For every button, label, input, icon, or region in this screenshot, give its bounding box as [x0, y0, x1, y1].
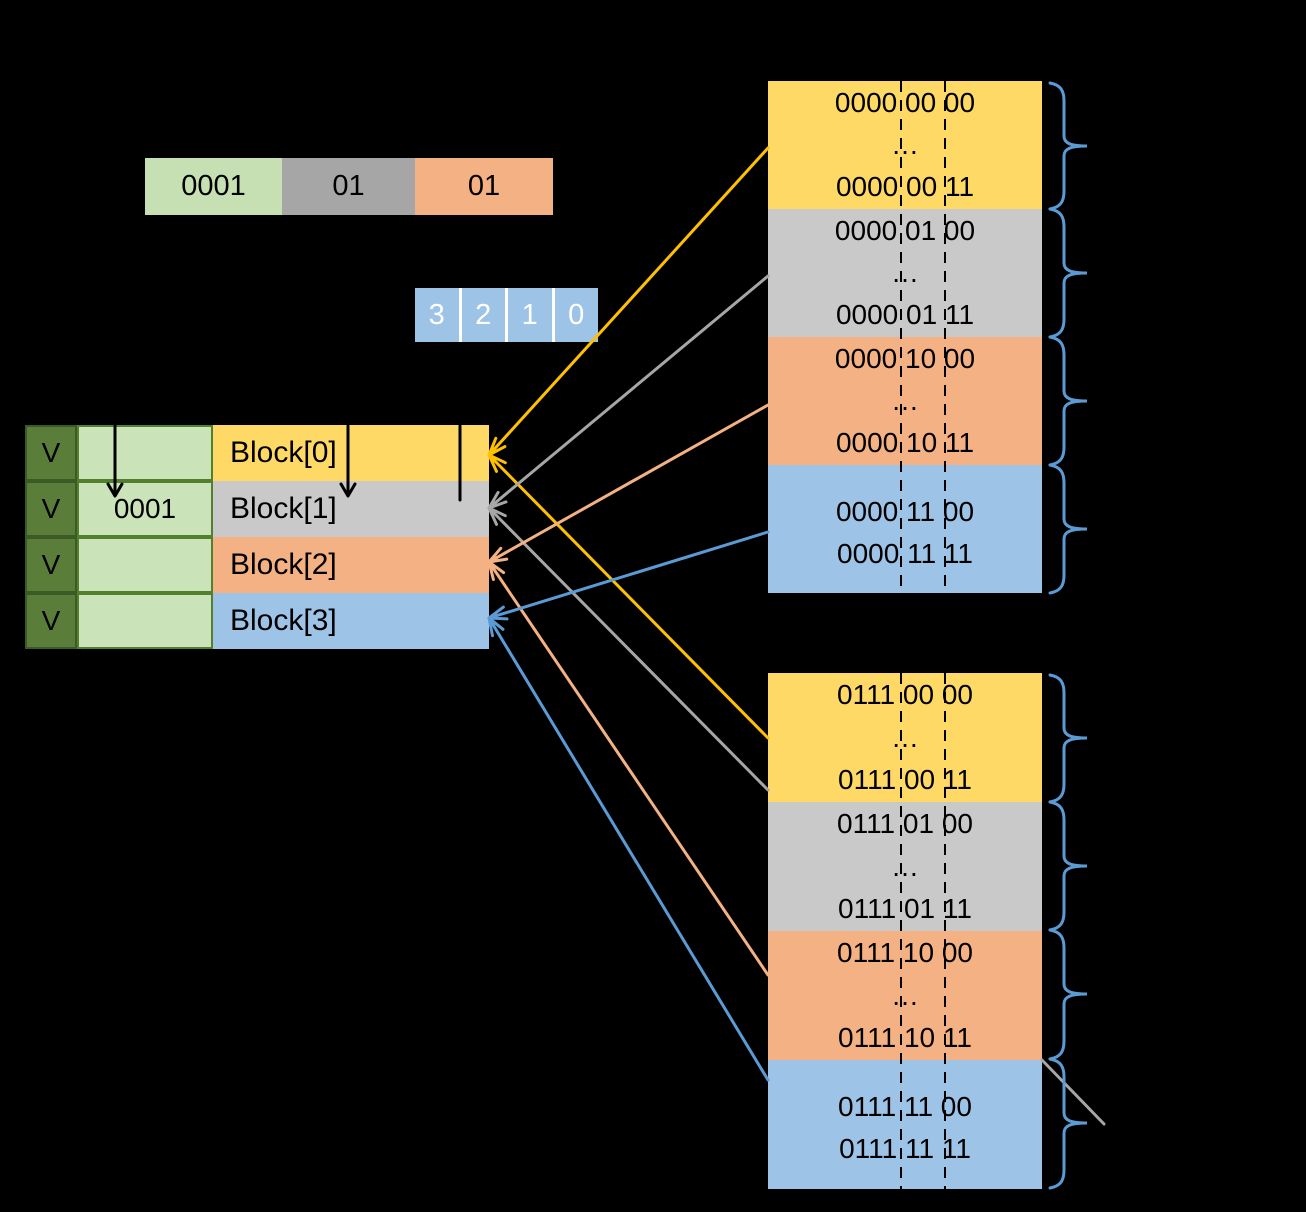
memory-top-section-gray: 0000 01 00 … 0000 01 11	[768, 209, 1042, 337]
address-tag-value: 0001	[181, 170, 246, 202]
memory-bottom-section-orange: 0111 10 00 … 0111 10 11	[768, 931, 1042, 1060]
address-tag-field: 0001	[145, 158, 282, 215]
map-line-yellow-bottom	[487, 453, 770, 740]
ellipsis: …	[891, 721, 919, 753]
cache-tag-cell-3	[77, 593, 213, 649]
memory-bottom-section-blue: 0111 11 00 0111 11 11	[768, 1060, 1042, 1189]
memory-address: 0000 00 00	[834, 87, 976, 118]
cache-valid-cell-3: V	[25, 593, 77, 649]
brace-icon	[1048, 207, 1088, 339]
memory-bottom-section-gray: 0111 01 00 … 0111 01 11	[768, 802, 1042, 931]
cache-valid-cell-2: V	[25, 537, 77, 593]
cache-tag-cell-0	[77, 425, 213, 481]
word-offset-box-1: 1	[508, 288, 552, 342]
address-index-field: 01	[282, 158, 415, 215]
word-offset-box-0: 0	[554, 288, 598, 342]
address-offset-value: 01	[467, 170, 501, 202]
ellipsis: …	[891, 129, 919, 160]
cache-valid-cell-0: V	[25, 425, 77, 481]
memory-address: 0000 10 00	[834, 343, 976, 374]
memory-address: 0111 00 11	[838, 764, 972, 795]
map-line-orange-bottom	[487, 560, 770, 977]
leader-line-gray	[1040, 1058, 1106, 1126]
memory-address: 0111 11 11	[839, 1133, 971, 1164]
memory-bottom-braces	[1048, 673, 1088, 1190]
memory-column-top: 0000 00 00 … 0000 00 11 0000 01 00 … 000…	[768, 81, 1042, 593]
address-index-value: 01	[332, 170, 365, 202]
memory-address: 0111 10 00	[837, 937, 973, 968]
cache-tag-cell-2	[77, 537, 213, 593]
ellipsis: …	[891, 385, 919, 416]
memory-address: 0111 01 11	[838, 893, 972, 924]
memory-top-braces	[1048, 81, 1088, 595]
brace-icon	[1048, 463, 1088, 595]
memory-address: 0000 00 11	[835, 171, 975, 202]
brace-icon	[1048, 81, 1088, 211]
brace-icon	[1048, 928, 1088, 1061]
brace-icon	[1048, 800, 1088, 932]
map-line-gray-bottom	[487, 506, 770, 792]
memory-address: 0111 10 11	[838, 1022, 972, 1053]
memory-address: 0000 01 11	[835, 299, 975, 330]
memory-address: 0000 11 00	[835, 496, 975, 527]
memory-address: 0111 01 00	[837, 808, 973, 839]
brace-icon	[1048, 673, 1088, 804]
memory-address: 0000 01 00	[834, 215, 976, 246]
memory-top-section-blue: 0000 11 00 0000 11 11	[768, 465, 1042, 593]
cache-tag-cell-1: 0001	[77, 481, 213, 537]
ellipsis: …	[891, 257, 919, 288]
memory-top-section-yellow: 0000 00 00 … 0000 00 11	[768, 81, 1042, 209]
cache-block-0: Block[0]	[213, 425, 489, 481]
ellipsis: …	[891, 979, 919, 1011]
word-offset-box-3: 3	[415, 288, 459, 342]
map-line-orange-top	[487, 403, 770, 564]
address-offset-field: 01	[415, 158, 553, 215]
memory-address: 0111 00 00	[837, 679, 973, 710]
memory-bottom-section-yellow: 0111 00 00 … 0111 00 11	[768, 673, 1042, 802]
map-line-blue-bottom	[487, 616, 770, 1082]
brace-icon	[1048, 1057, 1088, 1190]
cache-valid-cell-1: V	[25, 481, 77, 537]
ellipsis: …	[891, 850, 919, 882]
brace-icon	[1048, 335, 1088, 467]
map-line-blue-top	[487, 530, 770, 621]
cache-block-2: Block[2]	[213, 537, 489, 593]
cache-block-1: Block[1]	[213, 481, 489, 537]
memory-column-bottom: 0111 00 00 … 0111 00 11 0111 01 00 … 011…	[768, 673, 1042, 1189]
word-offset-box-2: 2	[461, 288, 505, 342]
word-offset-bar: 3 2 1 0	[415, 288, 598, 342]
memory-address: 0000 11 11	[837, 538, 973, 569]
memory-top-section-orange: 0000 10 00 … 0000 10 11	[768, 337, 1042, 465]
cache-block-3: Block[3]	[213, 593, 489, 649]
memory-address: 0111 11 00	[838, 1091, 972, 1122]
memory-address: 0000 10 11	[835, 427, 975, 458]
